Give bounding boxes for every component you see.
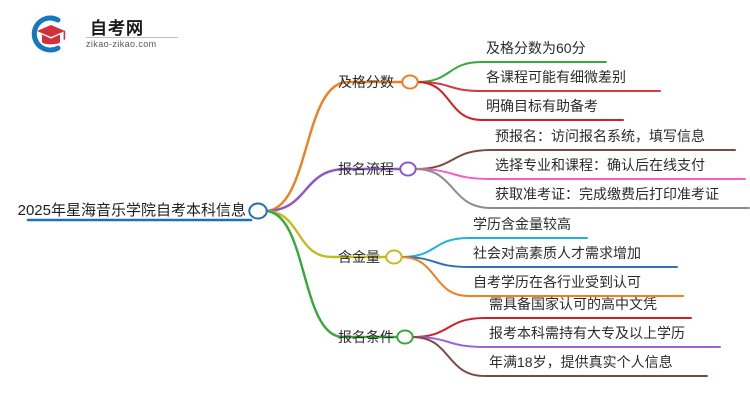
branch-node-3[interactable]: 报名条件 — [338, 330, 394, 344]
leaf-node-1-2[interactable]: 获取准考证：完成缴费后打印准考证 — [495, 187, 719, 201]
leaf-edge-3-1 — [411, 336, 721, 348]
leaf-node-0-2[interactable]: 明确目标有助备考 — [486, 99, 598, 113]
branch-edge-3 — [263, 209, 400, 339]
branch-node-0-text: 及格分数 — [338, 74, 394, 90]
branch-node-3-text: 报名条件 — [338, 329, 394, 345]
leaf-edge-3-2 — [411, 336, 708, 377]
leaf-node-0-0-text: 及格分数为60分 — [486, 40, 586, 56]
root-node-label-text: 2025年星海音乐学院自考本科信息 — [17, 202, 246, 219]
leaf-node-0-1[interactable]: 各课程可能有细微差别 — [486, 70, 626, 84]
branch-circle-3[interactable] — [396, 329, 414, 345]
leaf-node-1-2-text: 获取准考证：完成缴费后打印准考证 — [495, 186, 719, 202]
logo-brand-name: 自考网 — [90, 19, 144, 38]
leaf-node-2-0[interactable]: 学历含金量较高 — [473, 217, 571, 231]
logo-url: zikao-zikao.com — [86, 39, 157, 49]
logo-divider — [86, 37, 178, 38]
branch-edge-2 — [263, 209, 389, 259]
graduation-cap-circle-logo-icon — [31, 15, 66, 53]
leaf-node-0-1-text: 各课程可能有细微差别 — [486, 69, 626, 85]
leaf-edge-1-1 — [414, 168, 746, 180]
leaf-edge-0-2 — [416, 81, 624, 121]
leaf-edge-2-1 — [400, 256, 678, 268]
branch-node-1[interactable]: 报名流程 — [338, 162, 394, 176]
leaf-edge-1-2 — [414, 168, 750, 209]
leaf-node-2-1-text: 社会对高素质人才需求增加 — [473, 245, 641, 261]
leaf-node-3-0[interactable]: 需具备国家认可的高中文凭 — [489, 297, 657, 311]
leaf-node-1-1[interactable]: 选择专业和课程：确认后在线支付 — [495, 158, 705, 172]
root-circle[interactable] — [248, 202, 268, 220]
branch-edge-1 — [263, 167, 403, 213]
leaf-node-0-0[interactable]: 及格分数为60分 — [486, 41, 586, 55]
branch-circle-0[interactable] — [401, 74, 419, 90]
leaf-node-3-1[interactable]: 报考本科需持有大专及以上学历 — [489, 326, 685, 340]
leaf-node-3-2-text: 年满18岁，提供真实个人信息 — [489, 354, 673, 370]
leaf-edge-0-1 — [416, 81, 661, 92]
leaf-node-1-1-text: 选择专业和课程：确认后在线支付 — [495, 157, 705, 173]
leaf-edge-2-2 — [400, 256, 684, 297]
branch-node-0[interactable]: 及格分数 — [338, 75, 394, 89]
branch-node-2-text: 含金量 — [338, 249, 380, 265]
leaf-edge-3-0 — [411, 317, 692, 338]
leaf-node-3-1-text: 报考本科需持有大专及以上学历 — [489, 325, 685, 341]
leaf-edge-2-0 — [400, 237, 588, 258]
branch-circle-2[interactable] — [385, 249, 403, 265]
branch-edge-0 — [263, 80, 405, 213]
leaf-node-0-2-text: 明确目标有助备考 — [486, 98, 598, 114]
leaf-node-1-0-text: 预报名：访问报名系统，填写信息 — [495, 128, 705, 144]
branch-node-1-text: 报名流程 — [338, 161, 394, 177]
leaf-edge-1-0 — [414, 149, 736, 170]
leaf-node-2-2-text: 自考学历在各行业受到认可 — [473, 274, 641, 290]
leaf-node-2-2[interactable]: 自考学历在各行业受到认可 — [473, 275, 641, 289]
leaf-edge-0-0 — [416, 61, 607, 83]
leaf-node-3-0-text: 需具备国家认可的高中文凭 — [489, 296, 657, 312]
branch-node-2[interactable]: 含金量 — [338, 250, 380, 264]
root-node-label[interactable]: 2025年星海音乐学院自考本科信息 — [0, 203, 246, 218]
site-logo: 自考网 zikao-zikao.com — [28, 12, 178, 56]
leaf-node-2-1[interactable]: 社会对高素质人才需求增加 — [473, 246, 641, 260]
branch-circle-1[interactable] — [399, 161, 417, 177]
leaf-node-1-0[interactable]: 预报名：访问报名系统，填写信息 — [495, 129, 705, 143]
leaf-node-2-0-text: 学历含金量较高 — [473, 216, 571, 232]
leaf-node-3-2[interactable]: 年满18岁，提供真实个人信息 — [489, 355, 673, 369]
